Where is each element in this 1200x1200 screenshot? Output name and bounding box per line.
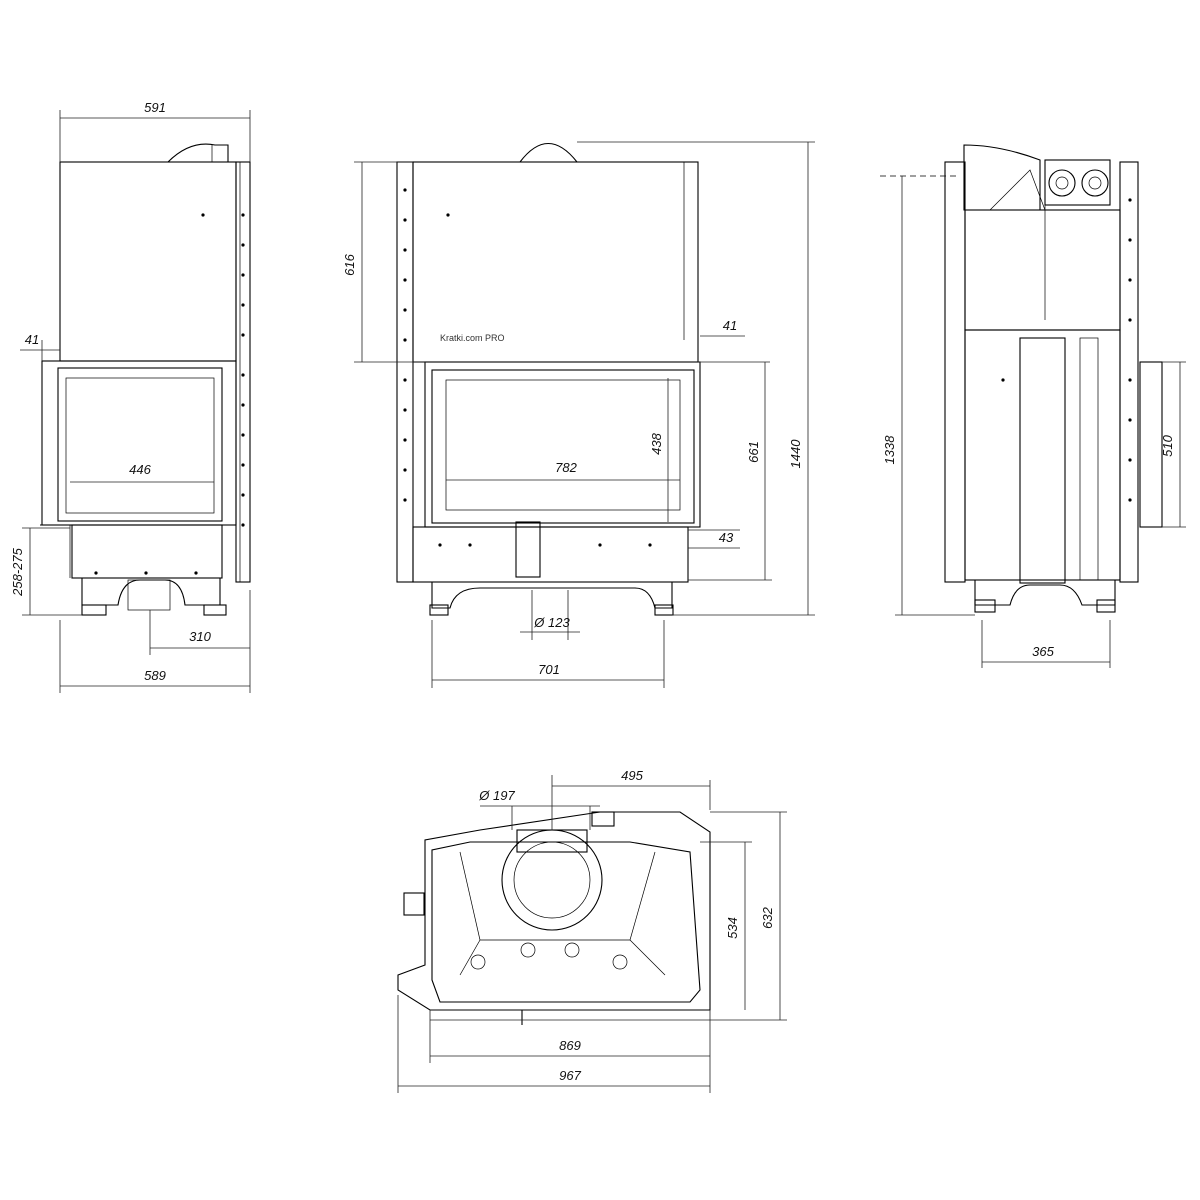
dim-d123: Ø 123 [533, 615, 570, 630]
side-view: 1338 510 365 [880, 144, 1186, 668]
dim-632: 632 [760, 906, 775, 928]
dim-1338: 1338 [882, 435, 897, 465]
dim-589: 589 [144, 668, 166, 683]
dim-701: 701 [538, 662, 560, 677]
dim-43: 43 [719, 530, 734, 545]
dim-616: 616 [342, 253, 357, 275]
dim-41-right: 41 [723, 318, 737, 333]
dim-d197: Ø 197 [478, 788, 515, 803]
dim-258-275: 258-275 [10, 547, 25, 596]
dim-365: 365 [1032, 644, 1054, 659]
dim-495: 495 [621, 768, 643, 783]
dim-869: 869 [559, 1038, 581, 1053]
dim-438: 438 [649, 432, 664, 454]
brand-logo: Kratki.com PRO [440, 333, 505, 343]
dim-1440: 1440 [788, 439, 803, 469]
front-center-view: Kratki.com PRO 616 41 438 782 661 1440 [342, 141, 815, 688]
dim-446: 446 [129, 462, 151, 477]
front-left-view: 591 41 446 258-275 310 589 [10, 100, 251, 693]
dim-41-left: 41 [25, 332, 39, 347]
dim-782: 782 [555, 460, 577, 475]
dim-591: 591 [144, 100, 166, 115]
top-view: Ø 197 495 534 632 869 967 [397, 768, 787, 1093]
dim-534: 534 [725, 917, 740, 939]
dim-310: 310 [189, 629, 211, 644]
dim-967: 967 [559, 1068, 581, 1083]
dim-661: 661 [746, 441, 761, 463]
dim-510: 510 [1160, 434, 1175, 456]
